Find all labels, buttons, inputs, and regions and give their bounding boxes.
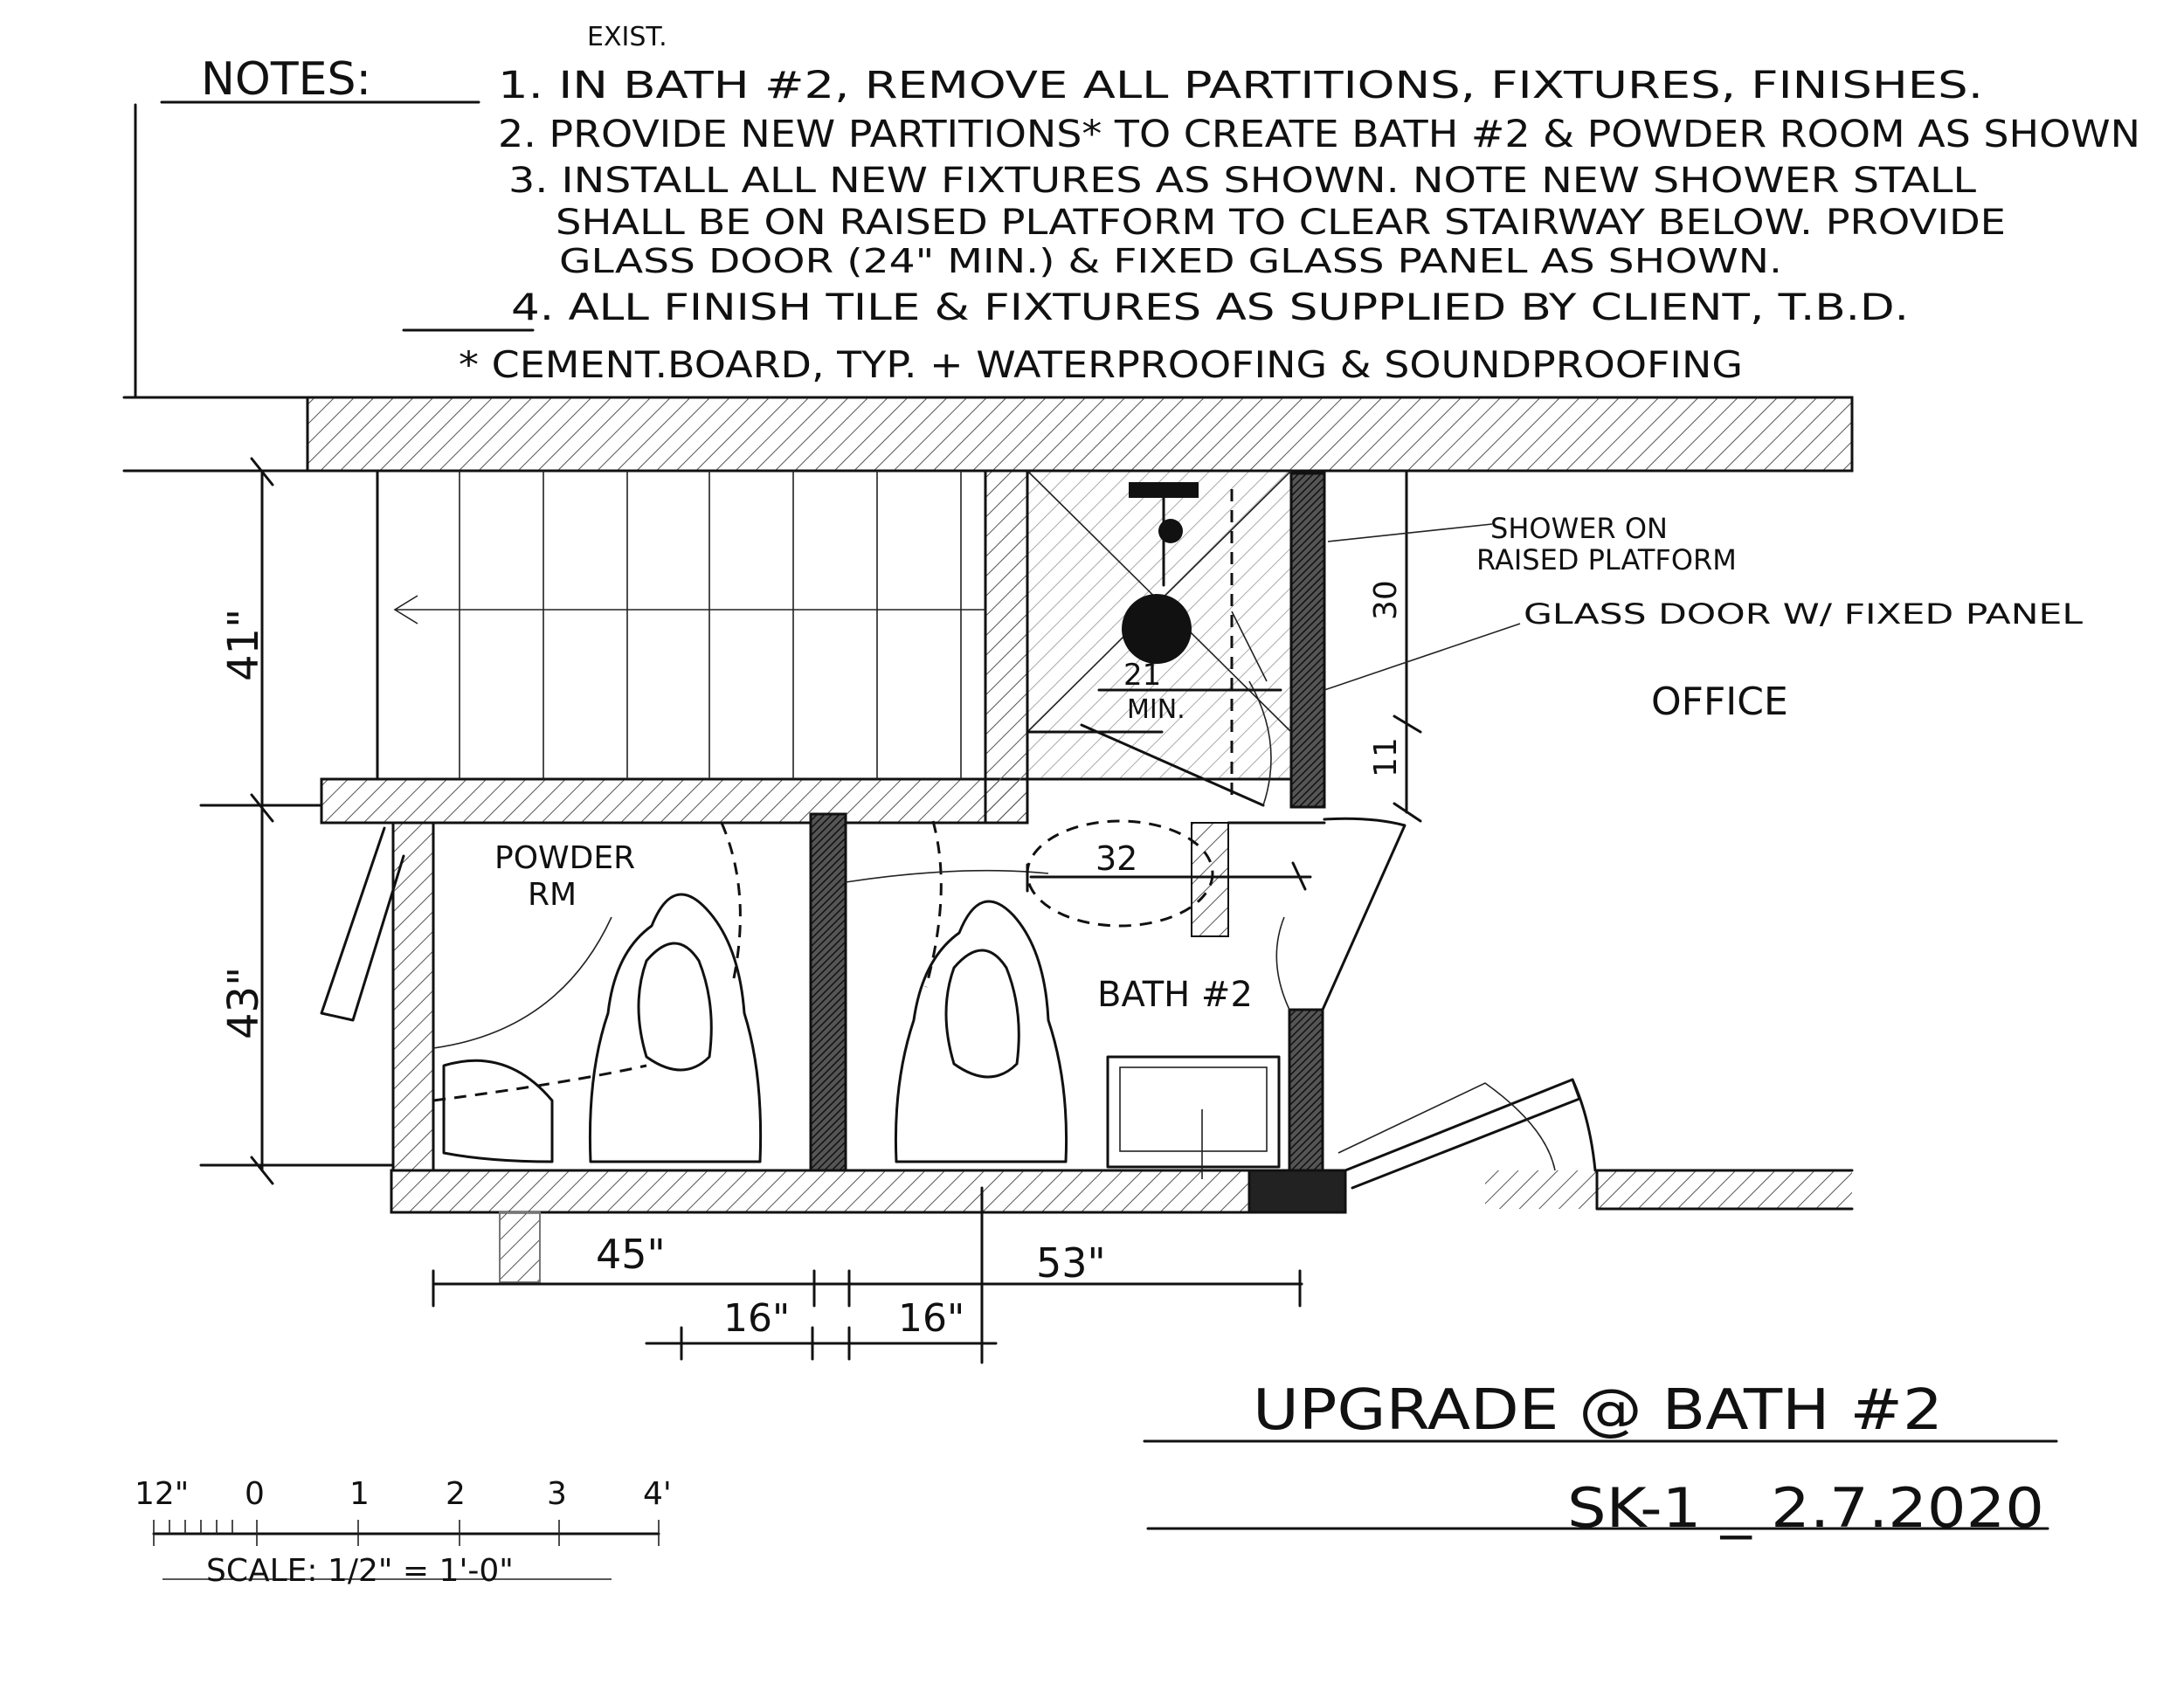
dim-43: 43" bbox=[219, 967, 268, 1039]
room-office: OFFICE bbox=[1651, 680, 1788, 724]
dim-min: MIN. bbox=[1127, 694, 1185, 725]
doors bbox=[320, 826, 1597, 1190]
vanity-sink-icon bbox=[1106, 1055, 1281, 1169]
shower-head-icon bbox=[1129, 482, 1199, 498]
room-bath: BATH #2 bbox=[1097, 975, 1253, 1015]
shower-drain-icon bbox=[1122, 594, 1192, 664]
notes-heading: NOTES: bbox=[201, 53, 371, 106]
dimension-labels: 41" 43" 30 11 21 MIN. 32 45" 53" 16" 16" bbox=[219, 580, 1404, 1341]
stairs bbox=[376, 469, 985, 781]
dim-16-left: 16" bbox=[723, 1296, 790, 1341]
dimensions bbox=[199, 457, 1521, 1364]
notes-block: NOTES: EXIST. 1. IN BATH #2, REMOVE ALL … bbox=[134, 22, 2140, 399]
plan-walls bbox=[122, 396, 1854, 1283]
dim-30: 30 bbox=[1368, 580, 1404, 620]
shower-valve-icon bbox=[1158, 519, 1183, 543]
dim-32: 32 bbox=[1095, 839, 1137, 878]
toilet-icon bbox=[588, 893, 763, 1163]
dim-45: 45" bbox=[596, 1231, 666, 1278]
room-powder-line2: RM bbox=[528, 877, 577, 913]
note-line-5: GLASS DOOR (24" MIN.) & FIXED GLASS PANE… bbox=[559, 242, 1782, 280]
scale-tick-4: 4' bbox=[643, 1476, 672, 1512]
powder-room-fixtures bbox=[432, 822, 763, 1163]
note-line-4: SHALL BE ON RAISED PLATFORM TO CLEAR STA… bbox=[556, 203, 2006, 243]
note-line-3: 3. INSTALL ALL NEW FIXTURES AS SHOWN. NO… bbox=[508, 161, 1977, 201]
callout-glass: GLASS DOOR W/ FIXED PANEL bbox=[1524, 597, 2083, 631]
dim-11: 11 bbox=[1368, 737, 1404, 777]
drawing-title: UPGRADE @ BATH #2 bbox=[1253, 1378, 1943, 1443]
toilet-icon-bath bbox=[894, 900, 1068, 1163]
dim-53: 53" bbox=[1036, 1239, 1106, 1287]
shower-stall bbox=[1026, 469, 1293, 807]
scale-tick-3: 3 bbox=[547, 1476, 567, 1512]
dim-21: 21 bbox=[1123, 658, 1161, 693]
title-block: UPGRADE @ BATH #2 SK-1 _ 2.7.2020 bbox=[1143, 1378, 2058, 1540]
room-labels: POWDER RM BATH #2 OFFICE SHOWER ON RAISE… bbox=[494, 512, 2083, 1015]
scale-label: SCALE: 1/2" = 1'-0" bbox=[206, 1553, 514, 1589]
note-line-6: 4. ALL FINISH TILE & FIXTURES AS SUPPLIE… bbox=[511, 286, 1909, 328]
notes-insert: EXIST. bbox=[587, 22, 667, 52]
scale-tick-12in: 12" bbox=[135, 1476, 189, 1512]
callout-shower-line2: RAISED PLATFORM bbox=[1476, 543, 1737, 576]
note-line-2: 2. PROVIDE NEW PARTITIONS* TO CREATE BAT… bbox=[498, 113, 2140, 156]
sheet-number: SK-1 _ 2.7.2020 bbox=[1567, 1476, 2044, 1540]
scale-tick-1: 1 bbox=[349, 1476, 370, 1512]
notes-footnote: * CEMENT.BOARD, TYP. + WATERPROOFING & S… bbox=[459, 343, 1743, 386]
scale-tick-0: 0 bbox=[245, 1476, 265, 1512]
dim-41: 41" bbox=[219, 609, 268, 681]
scale-tick-2: 2 bbox=[446, 1476, 466, 1512]
scale-bar: 12" 0 1 2 3 4' SCALE: 1/2" = 1'-0" bbox=[135, 1476, 672, 1589]
room-powder-line1: POWDER bbox=[494, 840, 635, 876]
dim-16-right: 16" bbox=[898, 1296, 964, 1341]
note-line-1: 1. IN BATH #2, REMOVE ALL PARTITIONS, FI… bbox=[498, 64, 1983, 107]
callout-shower-line1: SHOWER ON bbox=[1490, 512, 1668, 545]
